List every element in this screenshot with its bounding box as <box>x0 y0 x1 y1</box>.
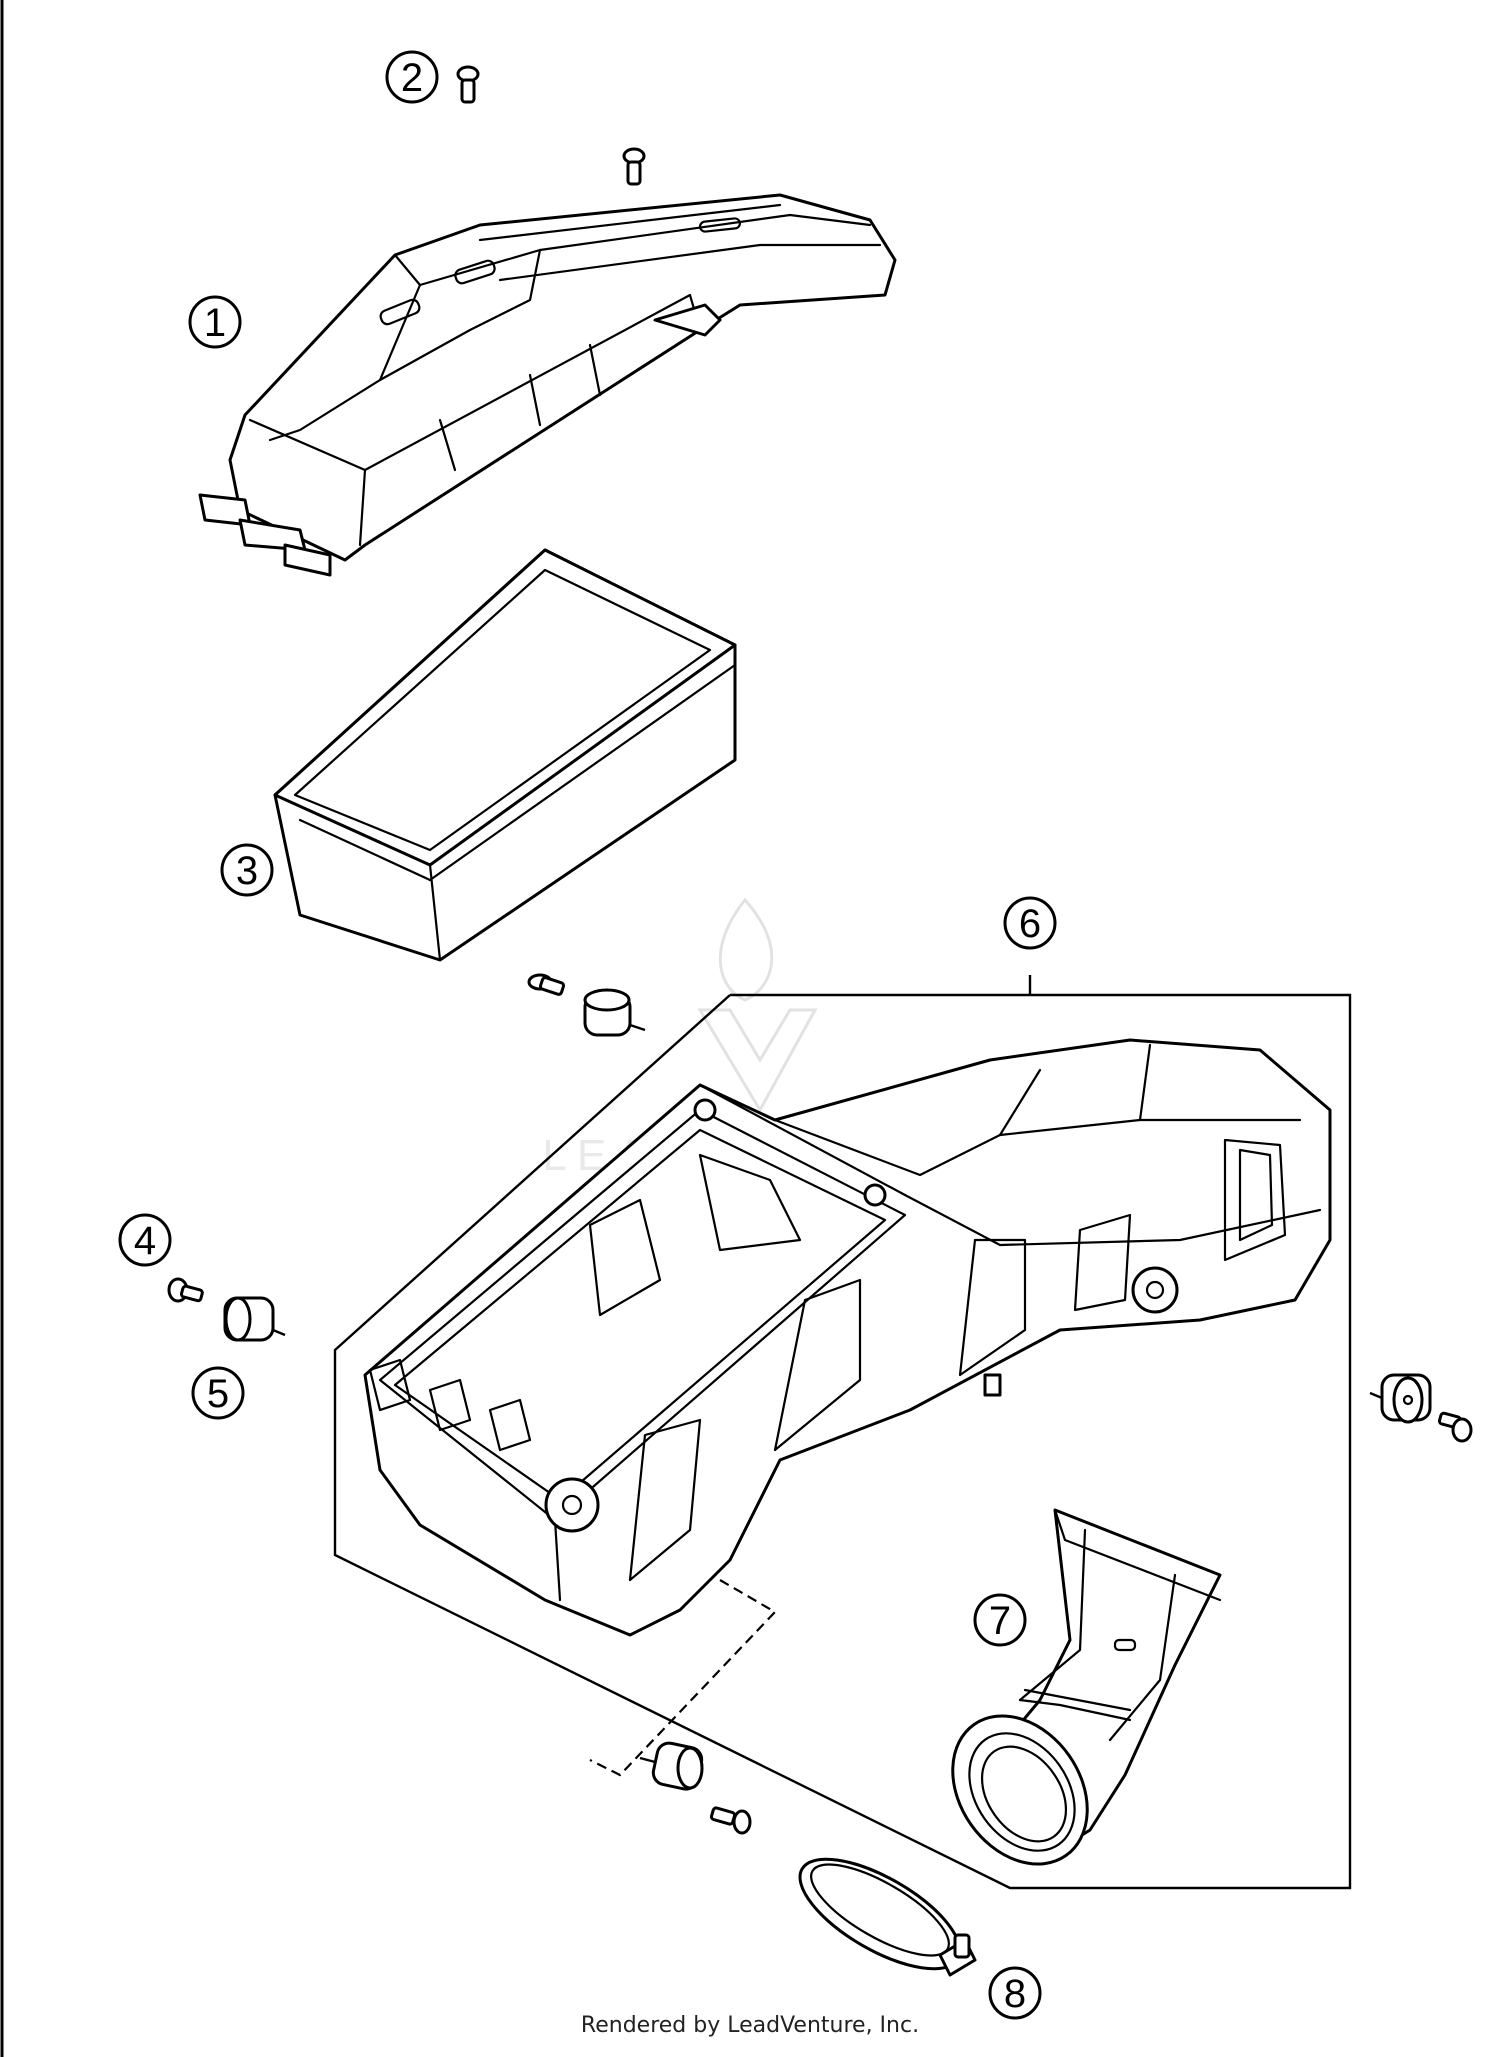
rubber-bushing-right <box>1369 1373 1432 1424</box>
screw-mid <box>527 973 566 996</box>
airbox-cover <box>198 193 897 577</box>
svg-text:2: 2 <box>401 56 423 100</box>
screw-top-1 <box>456 65 480 104</box>
screw-top-2 <box>622 147 646 186</box>
callout-1: 1 <box>188 295 242 349</box>
callout-4: 4 <box>118 1213 172 1267</box>
airbox-housing <box>363 1038 1332 1637</box>
screw-left <box>167 1277 204 1303</box>
leader-dashed <box>589 1579 777 1777</box>
svg-text:3: 3 <box>236 849 258 893</box>
svg-text:1: 1 <box>204 301 226 345</box>
callout-7: 7 <box>973 1593 1027 1647</box>
svg-text:4: 4 <box>134 1219 156 1263</box>
svg-text:7: 7 <box>989 1599 1011 1643</box>
callout-3: 3 <box>220 843 274 897</box>
svg-text:5: 5 <box>207 1372 229 1416</box>
svg-text:8: 8 <box>1004 1972 1026 2016</box>
air-filter <box>273 548 737 962</box>
callout-5: 5 <box>191 1366 245 1420</box>
screw-low <box>709 1806 752 1835</box>
callout-8: 8 <box>988 1966 1042 2020</box>
rubber-bushing-left <box>223 1296 286 1342</box>
rubber-bushing-mid <box>583 988 646 1037</box>
hose-clamp <box>798 1857 977 1977</box>
rubber-bushing-low <box>639 1741 704 1791</box>
screw-right <box>1437 1411 1473 1443</box>
intake-boot <box>951 1508 1222 1866</box>
callout-6: 6 <box>1003 896 1057 950</box>
bracket-part-6 <box>333 975 1352 1890</box>
svg-text:6: 6 <box>1019 902 1041 946</box>
footer-credit: Rendered by LeadVenture, Inc. <box>580 2013 920 2038</box>
callout-2: 2 <box>385 50 439 104</box>
